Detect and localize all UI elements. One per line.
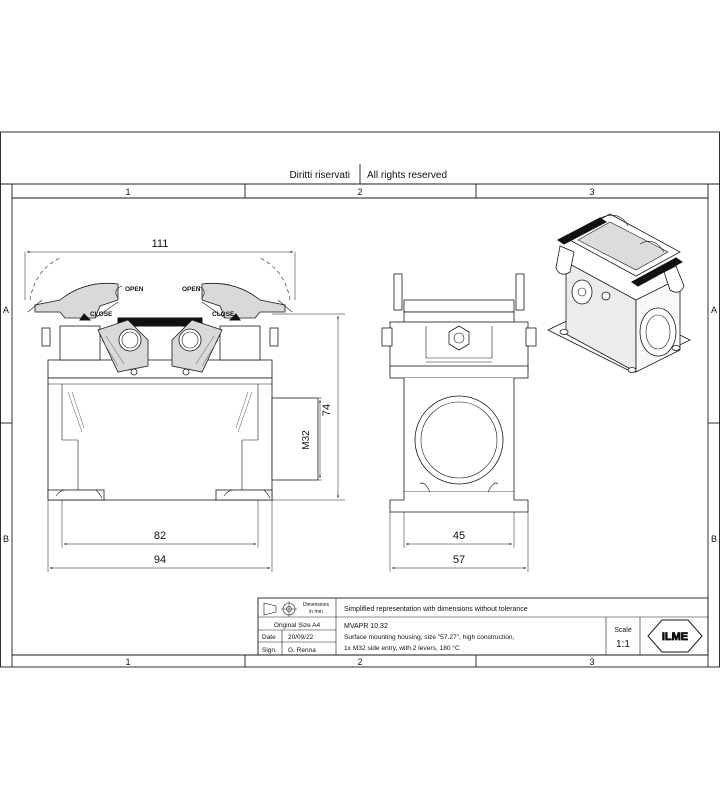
lever-label-open: OPEN (182, 286, 201, 293)
isometric-cable-entry (639, 307, 677, 357)
isometric-view (547, 213, 691, 373)
dimension-m32-entry: M32 (301, 430, 312, 450)
dimension-height: 74 (321, 404, 333, 416)
sign-label: Sign. (262, 647, 277, 654)
dimension-inner-width: 82 (154, 530, 166, 542)
scale-value: 1:1 (616, 639, 630, 650)
top-seal-bar (117, 317, 203, 327)
grid-column-label: 1 (125, 657, 130, 667)
grid-column-label: 1 (125, 187, 130, 197)
ilme-logo-text: ILME (662, 631, 688, 643)
dimension-side-outer-width: 57 (453, 554, 465, 566)
part-code: MVAPR 10.32 (344, 623, 388, 630)
lever-label-open: OPEN (125, 286, 144, 293)
m32-entry-boss (271, 397, 319, 481)
dimensions-unit-note: Dimensions (303, 602, 330, 608)
dimension-side-inner-width: 45 (453, 530, 465, 542)
lever-label-close: CLOSE (212, 311, 235, 318)
representation-note: Simplified representation with dimension… (344, 606, 528, 613)
side-view: 45 57 (381, 273, 537, 572)
grid-column-label: 3 (589, 657, 594, 667)
title-block: Dimensions in mm Original Size A4 Date 2… (257, 597, 709, 656)
dimension-width-top: 111 (152, 238, 169, 250)
grid-row-label: A (3, 305, 9, 315)
front-view: 111 OPEN CLOSE OPEN CLOSE (24, 238, 345, 572)
cable-entry-circle (414, 395, 504, 485)
rights-text-english: All rights reserved (367, 170, 447, 181)
grid-row-label: B (3, 534, 9, 544)
part-description-line1: Surface mounting housing, size "57.27", … (344, 634, 515, 641)
date-label: Date (262, 634, 276, 641)
ilme-emblem-icon (448, 325, 470, 351)
ilme-logo: ILME (647, 619, 703, 653)
dimensions-unit-note: in mm (309, 609, 323, 615)
date-value: 20/09/22 (288, 634, 314, 641)
grid-column-label: 2 (357, 657, 362, 667)
rights-text-italian: Diritti riservati (289, 170, 350, 181)
lever-label-close: CLOSE (90, 311, 113, 318)
left-lever (27, 282, 119, 319)
grid-row-label: B (711, 534, 717, 544)
right-lever (201, 282, 293, 319)
housing-base (47, 377, 273, 501)
grid-row-label: A (711, 305, 717, 315)
grid-column-label: 2 (357, 187, 362, 197)
original-size: Original Size A4 (274, 622, 321, 629)
grid-column-label: 3 (589, 187, 594, 197)
projection-symbol-icon (263, 601, 297, 617)
part-description-line2: 1x M32 side entry, with 2 levers, 180 °C (344, 644, 460, 652)
scale-label: Scale (614, 627, 632, 634)
sign-value: G. Renna (288, 647, 316, 654)
dimension-outer-width: 94 (154, 554, 166, 566)
